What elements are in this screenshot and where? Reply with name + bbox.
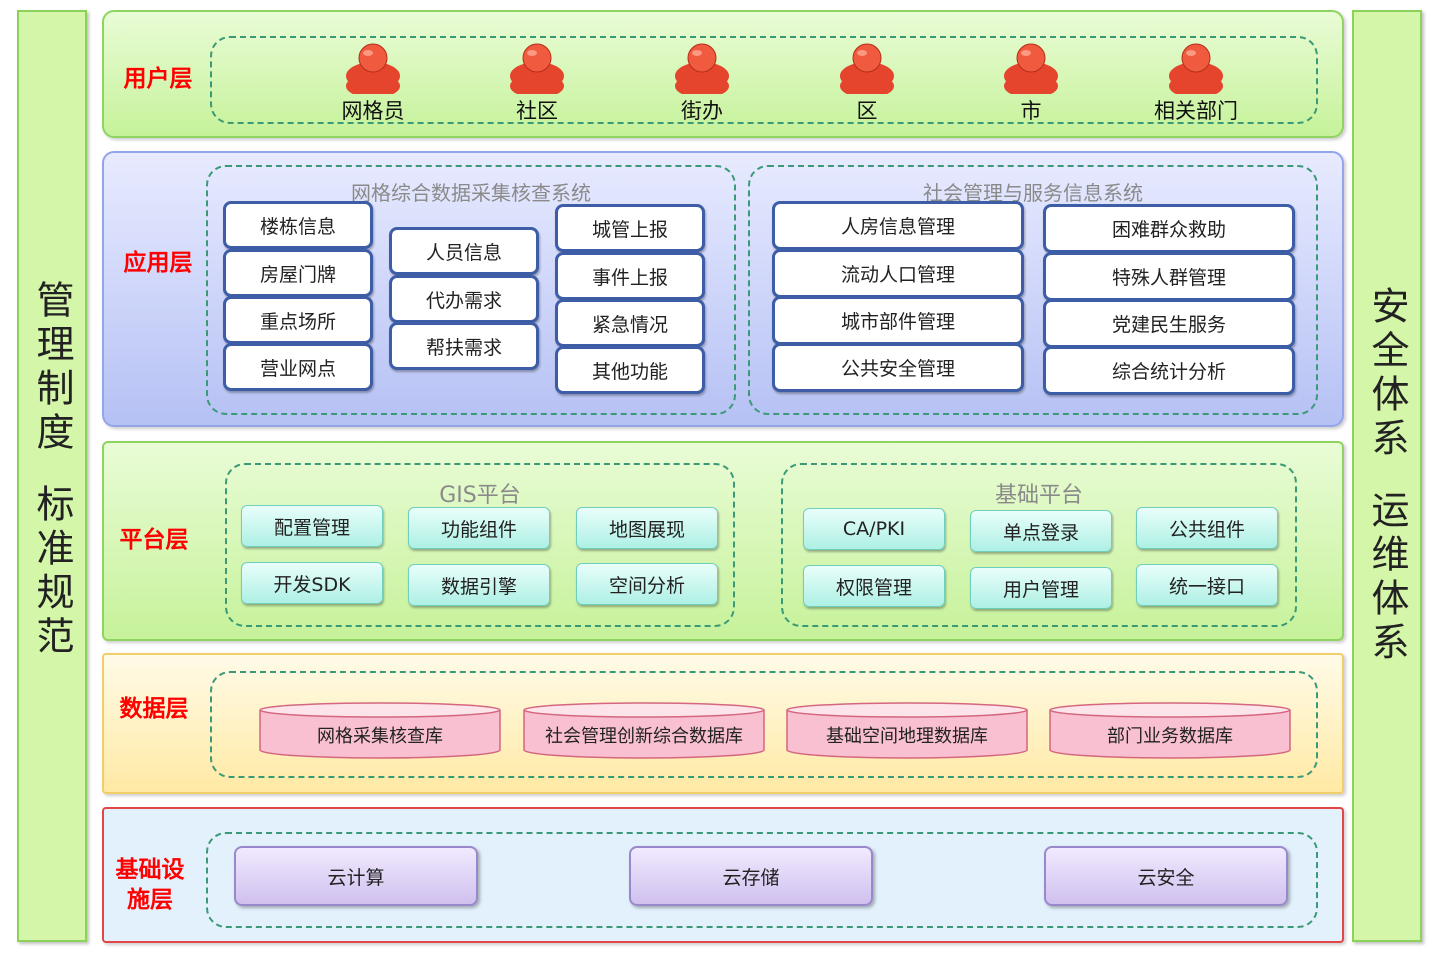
user-layer: 用户层 网格员 社区 — [102, 10, 1344, 138]
platform-item: 配置管理 — [241, 505, 383, 547]
application-layer: 应用层 网格综合数据采集核查系统 楼栋信息 房屋门牌 重点场所 营业网点 人员信… — [102, 151, 1344, 427]
person-icon — [840, 43, 894, 94]
app-item: 事件上报 — [555, 252, 705, 300]
app-item: 公共安全管理 — [772, 343, 1024, 392]
database-cylinder: 社会管理创新综合数据库 — [523, 702, 765, 760]
cloud-group-frame — [206, 832, 1318, 928]
platform-item: 空间分析 — [576, 563, 718, 605]
user-district: 区 — [807, 42, 927, 123]
user-gridman: 网格员 — [313, 42, 433, 123]
database-icon — [259, 702, 501, 759]
app-item: 营业网点 — [223, 343, 373, 391]
person-icon — [1169, 43, 1223, 94]
app-item: 综合统计分析 — [1043, 346, 1295, 395]
app-item: 人员信息 — [389, 227, 539, 275]
database-cylinder: 网格采集核查库 — [259, 702, 501, 760]
person-icon — [675, 43, 729, 94]
security-system-label: 安全体系 — [1365, 286, 1409, 462]
user-community: 社区 — [477, 42, 597, 123]
user-label: 社区 — [516, 99, 558, 123]
app-item: 楼栋信息 — [223, 201, 373, 249]
user-label: 网格员 — [341, 99, 405, 123]
user-label: 街办 — [681, 99, 723, 123]
cloud-storage-box: 云存储 — [629, 846, 873, 906]
app-item: 帮扶需求 — [389, 322, 539, 370]
user-layer-title: 用户层 — [123, 66, 193, 92]
infra-layer-title: 基础设 施层 — [106, 855, 194, 915]
platform-item: 开发SDK — [241, 562, 383, 604]
person-icon — [1004, 43, 1058, 94]
user-departments: 相关部门 — [1136, 42, 1256, 123]
grid-data-system-title: 网格综合数据采集核查系统 — [351, 181, 591, 205]
app-item: 困难群众救助 — [1043, 204, 1295, 253]
app-item: 党建民生服务 — [1043, 299, 1295, 348]
cloud-computing-box: 云计算 — [234, 846, 478, 906]
app-item: 人房信息管理 — [772, 201, 1024, 250]
platform-layer-title: 平台层 — [119, 527, 189, 553]
database-icon — [523, 702, 765, 759]
user-label: 区 — [856, 99, 878, 123]
person-icon — [346, 43, 400, 94]
app-item: 重点场所 — [223, 296, 373, 344]
operations-system-label: 运维体系 — [1365, 490, 1409, 666]
database-label: 网格采集核查库 — [317, 726, 443, 747]
base-platform-frame: 基础平台 — [781, 463, 1297, 627]
management-system-label: 管理制度 — [30, 280, 74, 456]
platform-item: 数据引擎 — [408, 564, 550, 606]
platform-item: CA/PKI — [803, 508, 945, 550]
platform-item: 地图展现 — [576, 507, 718, 549]
platform-item: 用户管理 — [970, 567, 1112, 609]
base-platform-title: 基础平台 — [994, 483, 1083, 508]
user-label: 市 — [1020, 99, 1042, 123]
data-layer-title: 数据层 — [119, 696, 189, 722]
user-group-frame: 网格员 社区 街办 — [210, 36, 1318, 124]
app-item: 流动人口管理 — [772, 249, 1024, 298]
grid-data-system-frame: 网格综合数据采集核查系统 — [206, 165, 736, 415]
infra-title-line1: 基础设 — [115, 857, 185, 883]
left-sidebar-management: 管理制度 标准规范 — [17, 10, 87, 942]
app-item: 特殊人群管理 — [1043, 252, 1295, 301]
database-label: 部门业务数据库 — [1107, 726, 1233, 747]
user-subdistrict: 街办 — [642, 42, 762, 123]
user-label: 相关部门 — [1154, 99, 1238, 123]
infrastructure-layer: 基础设 施层 云计算 云存储 云安全 — [102, 807, 1344, 943]
platform-item: 统一接口 — [1136, 564, 1278, 606]
data-layer: 数据层 网格采集核查库 社会管理创新综合数据库 基础空间地理数据库 部门业务数据… — [102, 653, 1344, 794]
database-cylinder: 部门业务数据库 — [1049, 702, 1291, 760]
platform-item: 功能组件 — [408, 507, 550, 549]
app-item: 代办需求 — [389, 275, 539, 323]
app-item: 紧急情况 — [555, 299, 705, 347]
platform-layer: 平台层 GIS平台 配置管理 功能组件 地图展现 开发SDK 数据引擎 空间分析… — [102, 441, 1344, 641]
app-item: 房屋门牌 — [223, 249, 373, 297]
database-label: 社会管理创新综合数据库 — [545, 726, 743, 747]
platform-item: 权限管理 — [803, 565, 945, 607]
app-item: 城管上报 — [555, 204, 705, 252]
database-icon — [1049, 702, 1291, 759]
database-group-frame — [210, 671, 1318, 778]
app-item: 其他功能 — [555, 346, 705, 394]
database-label: 基础空间地理数据库 — [826, 726, 988, 747]
database-icon — [786, 702, 1028, 759]
platform-item: 公共组件 — [1136, 507, 1278, 549]
cloud-security-box: 云安全 — [1044, 846, 1288, 906]
infra-title-line2: 施层 — [127, 887, 173, 913]
gis-platform-title: GIS平台 — [439, 483, 521, 508]
gis-platform-frame: GIS平台 — [225, 463, 735, 627]
standards-label: 标准规范 — [30, 484, 74, 660]
user-city: 市 — [971, 42, 1091, 123]
app-layer-title: 应用层 — [123, 250, 193, 276]
database-cylinder: 基础空间地理数据库 — [786, 702, 1028, 760]
platform-item: 单点登录 — [970, 510, 1112, 552]
right-sidebar-security: 安全体系 运维体系 — [1352, 10, 1422, 942]
person-icon — [510, 43, 564, 94]
app-item: 城市部件管理 — [772, 296, 1024, 345]
